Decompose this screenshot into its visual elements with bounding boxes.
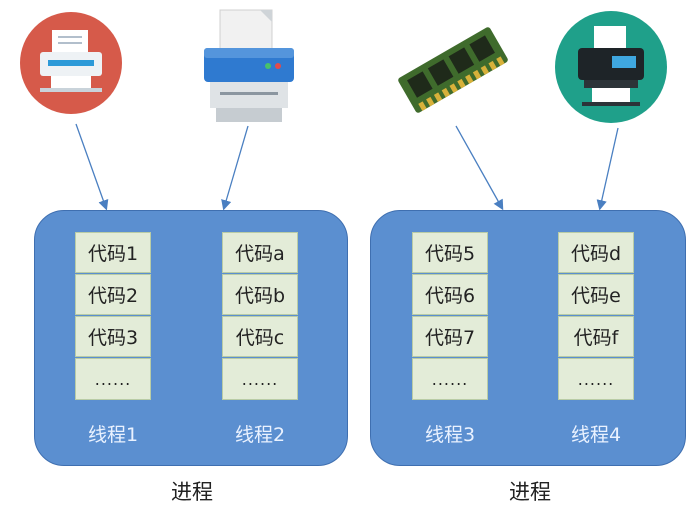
code-cell-ellipsis: ...... (75, 358, 151, 400)
code-cell: 代码7 (412, 316, 488, 357)
thread-column-4: 代码d 代码e 代码f ...... (558, 232, 634, 401)
printer-icon (555, 11, 667, 123)
printer-icon (20, 12, 122, 114)
code-cell: 代码d (558, 232, 634, 273)
arrow-3 (455, 125, 504, 211)
memory-chip-icon (398, 27, 508, 113)
printer-blue-device (196, 8, 302, 126)
code-cell: 代码e (558, 274, 634, 315)
memory-chip-device (392, 12, 514, 128)
code-cell: 代码c (222, 316, 298, 357)
thread-label: 线程3 (424, 424, 476, 446)
printer-red-device (18, 4, 124, 122)
arrow-2 (221, 125, 249, 211)
code-cell: 代码b (222, 274, 298, 315)
process-label: 进程 (171, 480, 213, 504)
thread-label: 线程1 (87, 424, 139, 446)
printer-icon (204, 9, 294, 122)
code-cell: 代码f (558, 316, 634, 357)
code-cell-ellipsis: ...... (412, 358, 488, 400)
code-cell: 代码a (222, 232, 298, 273)
code-cell: 代码6 (412, 274, 488, 315)
code-cell: 代码3 (75, 316, 151, 357)
thread-column-2: 代码a 代码b 代码c ...... (222, 232, 298, 401)
code-cell: 代码1 (75, 232, 151, 273)
thread-label: 线程2 (234, 424, 286, 446)
code-cell-ellipsis: ...... (558, 358, 634, 400)
thread-column-3: 代码5 代码6 代码7 ...... (412, 232, 488, 401)
code-cell: 代码2 (75, 274, 151, 315)
process-label: 进程 (509, 480, 551, 504)
code-cell: 代码5 (412, 232, 488, 273)
arrow-4 (596, 127, 619, 211)
code-cell-ellipsis: ...... (222, 358, 298, 400)
thread-column-1: 代码1 代码2 代码3 ...... (75, 232, 151, 401)
arrow-1 (75, 123, 109, 211)
printer-teal-device (552, 8, 670, 126)
thread-label: 线程4 (570, 424, 622, 446)
